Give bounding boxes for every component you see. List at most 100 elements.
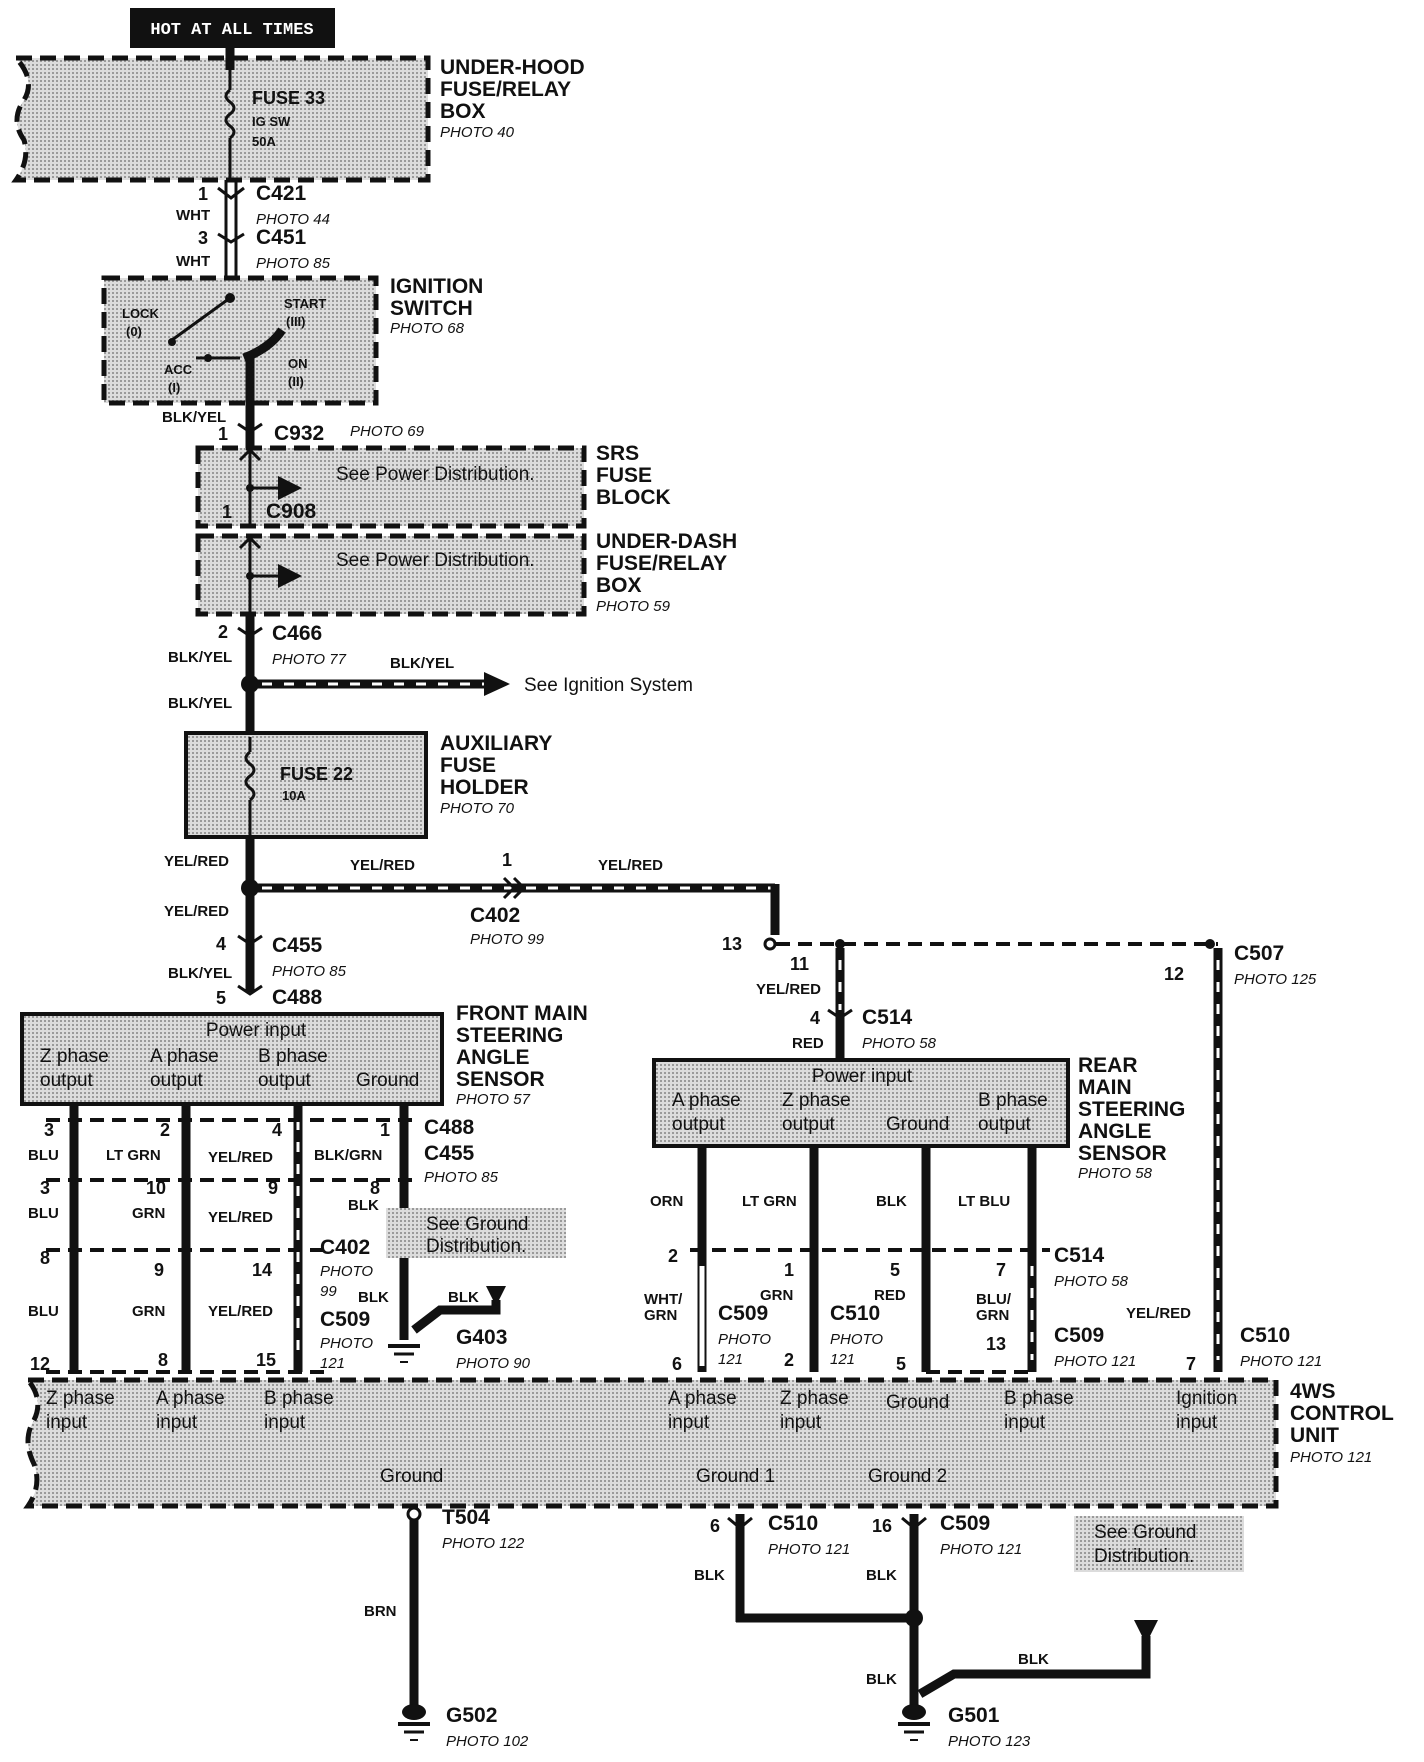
c488-front-pin-4: 1 <box>380 1120 390 1140</box>
c509-gnd-photo: PHOTO 121 <box>940 1541 1022 1558</box>
wht-grn-label-1: WHT/ <box>644 1291 683 1308</box>
start-position: (III) <box>286 314 306 329</box>
grn-label-1: GRN <box>132 1205 165 1222</box>
c488-front-pin-3: 4 <box>272 1120 282 1140</box>
c402-front-photo: PHOTO <box>320 1263 373 1280</box>
cu-ignition: Ignition <box>1176 1388 1237 1409</box>
c507-photo: PHOTO 125 <box>1234 971 1317 988</box>
c455-top-photo: PHOTO 85 <box>272 963 347 980</box>
cu-a-input: input <box>156 1412 198 1433</box>
cu-ground-2: Ground 2 <box>868 1466 947 1487</box>
c514-rear-pin-1: 2 <box>668 1246 678 1266</box>
g502-terminal <box>402 1704 426 1720</box>
underhood-box-photo: PHOTO 40 <box>440 124 515 141</box>
g501-terminal <box>902 1704 926 1720</box>
srs-splice <box>246 484 254 492</box>
c509-rear-b-photo: PHOTO 121 <box>1054 1353 1136 1370</box>
c507-splice-left <box>835 939 845 949</box>
c466-connector-symbol <box>237 626 263 638</box>
rear-sensor-z-output: output <box>782 1114 836 1135</box>
c488-top-connector-symbol <box>237 984 263 996</box>
c510-rear-photo-num: 121 <box>830 1351 855 1368</box>
c455-top-connector-symbol <box>237 934 263 946</box>
c455-front-pin-3: 9 <box>268 1178 278 1198</box>
rear-sensor-b-output: output <box>978 1114 1032 1135</box>
ignition-switch-label-2: SWITCH <box>390 297 473 320</box>
c510-ign-pin: 7 <box>1186 1354 1196 1374</box>
cu-rear-b-phase: B phase <box>1004 1388 1074 1409</box>
rear-sensor-a-phase: A phase <box>672 1090 741 1111</box>
front-sensor-b-output: output <box>258 1070 312 1091</box>
c488-front-id: C488 <box>424 1116 475 1139</box>
front-sensor-photo: PHOTO 57 <box>456 1091 531 1108</box>
fuse33-ig-sw: IG SW <box>252 114 291 129</box>
c510-gnd-pin: 6 <box>710 1516 720 1536</box>
c402-top-id: C402 <box>470 904 520 927</box>
c466-id: C466 <box>272 622 322 645</box>
g501-photo: PHOTO 123 <box>948 1733 1031 1750</box>
lock-contact <box>168 338 176 346</box>
yel-red-label-9: YEL/RED <box>1126 1305 1191 1322</box>
rear-steering-angle-sensor <box>652 1058 1070 1148</box>
yel-red-label-6: YEL/RED <box>208 1209 273 1226</box>
t504-photo: PHOTO 122 <box>442 1535 525 1552</box>
c507-pin-13: 13 <box>722 934 742 954</box>
orn-label: ORN <box>650 1193 683 1210</box>
rear-sensor-b-phase: B phase <box>978 1090 1048 1111</box>
cu-a-phase: A phase <box>156 1388 225 1409</box>
lt-blu-label: LT BLU <box>958 1193 1010 1210</box>
rear-sensor-label-4: ANGLE <box>1078 1120 1152 1143</box>
yel-red-label-3: YEL/RED <box>598 857 663 874</box>
c510-gnd-id: C510 <box>768 1512 818 1535</box>
aux-fuse-label-3: HOLDER <box>440 776 529 799</box>
srs-label-3: BLOCK <box>596 486 671 509</box>
cu-rear-z-input: input <box>780 1412 822 1433</box>
aux-fuse-photo: PHOTO 70 <box>440 800 515 817</box>
underdash-note: See Power Distribution. <box>336 550 535 571</box>
front-sensor-a-phase: A phase <box>150 1046 219 1067</box>
ignition-switch-photo: PHOTO 68 <box>390 320 465 337</box>
see-ground-note-2a: See Ground <box>1094 1522 1196 1543</box>
c455-front-pin-4: 8 <box>370 1178 380 1198</box>
aux-fuse-label-1: AUXILIARY <box>440 732 552 755</box>
g502-id: G502 <box>446 1704 497 1727</box>
c509-front-photo: PHOTO <box>320 1335 373 1352</box>
blk-label-1: BLK <box>348 1197 379 1214</box>
c932-pin: 1 <box>218 424 228 444</box>
grn-label-2: GRN <box>132 1303 165 1320</box>
c509-front-pin-2: 8 <box>158 1350 168 1370</box>
rear-sensor-label-2: MAIN <box>1078 1076 1132 1099</box>
front-sensor-z-phase: Z phase <box>40 1046 109 1067</box>
fuse22-rating: 10A <box>282 788 306 803</box>
g403-chassis-arrow <box>486 1286 506 1306</box>
blk-grn-label: BLK/GRN <box>314 1147 382 1164</box>
c455-front-photo: PHOTO 85 <box>424 1169 499 1186</box>
c402-top-connector-symbol <box>502 876 517 900</box>
c509-gnd-pin: 16 <box>872 1516 892 1536</box>
c509-rear-a-photo-num: 121 <box>718 1351 743 1368</box>
blu-grn-label-2: GRN <box>976 1307 1009 1324</box>
front-sensor-z-output: output <box>40 1070 94 1091</box>
c509-gnd-connector-symbol <box>901 1516 927 1530</box>
c421-id: C421 <box>256 182 307 205</box>
c402-top-connector-symbol-2 <box>512 876 527 900</box>
lock-label: LOCK <box>122 306 159 321</box>
acc-position: (I) <box>168 380 180 395</box>
c510-ign-id: C510 <box>1240 1324 1290 1347</box>
c488-front-pin-2: 2 <box>160 1120 170 1140</box>
yel-red-label-4: YEL/RED <box>164 903 229 920</box>
c509-front-pin-1: 12 <box>30 1354 50 1374</box>
front-sensor-label-1: FRONT MAIN <box>456 1002 588 1025</box>
yel-red-label-5: YEL/RED <box>208 1149 273 1166</box>
c514-rear-pin-4: 7 <box>996 1260 1006 1280</box>
c509-rear-a-id: C509 <box>718 1302 768 1325</box>
c514-rear-id: C514 <box>1054 1244 1105 1267</box>
c455-front-pin-2: 10 <box>146 1178 166 1198</box>
c510-rear-pin-2: 5 <box>896 1354 906 1374</box>
auxiliary-fuse-holder <box>184 731 428 839</box>
blu-grn-label-1: BLU/ <box>976 1291 1012 1308</box>
front-sensor-ground: Ground <box>356 1070 419 1091</box>
c509-rear-b-id: C509 <box>1054 1324 1104 1347</box>
t504-id: T504 <box>442 1506 490 1529</box>
